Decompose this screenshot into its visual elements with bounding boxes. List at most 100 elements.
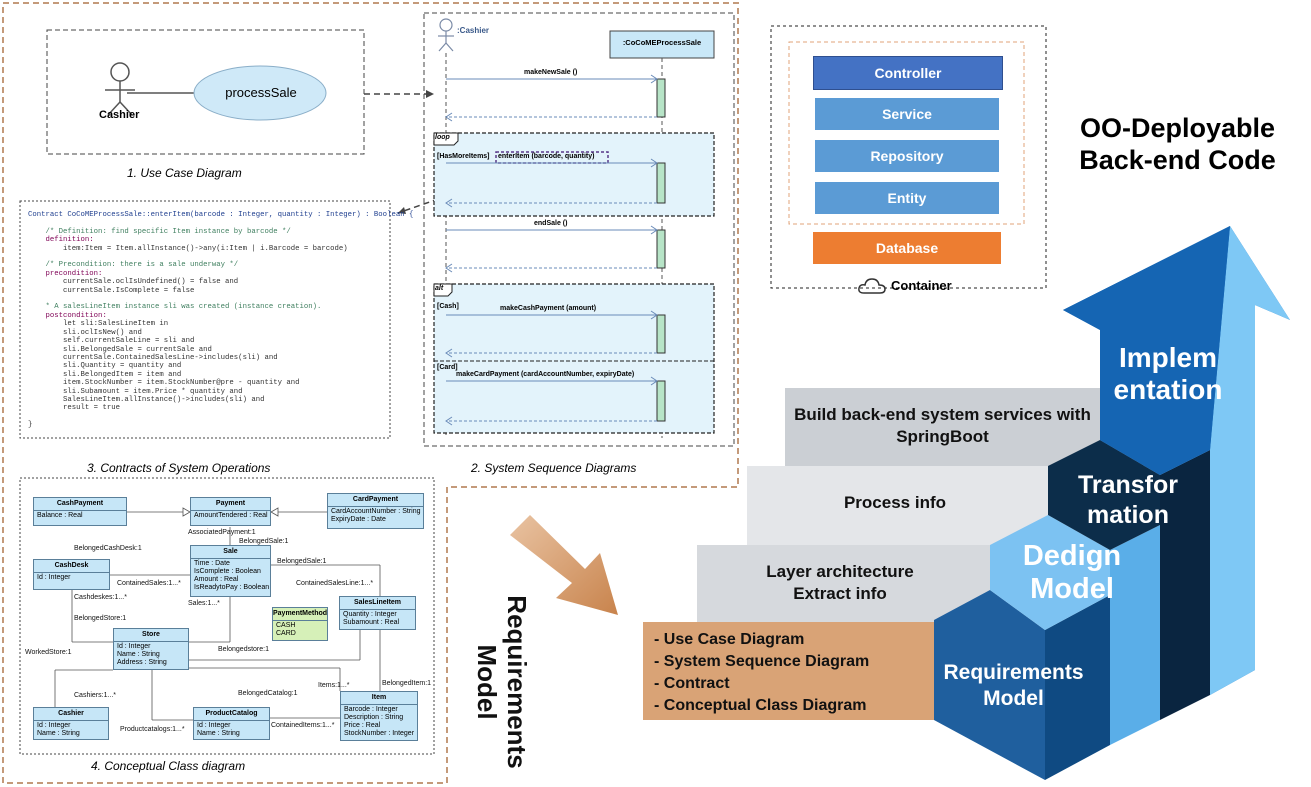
seq-actor-icon	[438, 18, 454, 52]
class-store-attrs: Id : Integer Name : String Address : Str…	[117, 643, 167, 666]
container-label: Container	[891, 278, 952, 293]
class-card-payment: CardPayment CardAccountNumber : String E…	[327, 493, 424, 529]
seq-msg-make-cash-payment: makeCashPayment (amount)	[500, 305, 597, 312]
class-payment-name: Payment	[191, 498, 270, 511]
contract-line: self.currentSaleLine = sli and	[28, 337, 195, 346]
contract-line: /* Precondition: there is a sale underwa…	[28, 261, 239, 270]
contract-line: result = true	[28, 404, 120, 413]
class-store: Store Id : Integer Name : String Address…	[113, 628, 189, 670]
contract-line: sli.BelongedItem = item and	[28, 370, 182, 379]
class-item-attrs: Barcode : Integer Description : String P…	[344, 706, 415, 737]
container-frames	[770, 25, 1047, 289]
class-sale: Sale Time : Date IsComplete : Boolean Am…	[190, 545, 271, 597]
layer-repository: Repository	[815, 140, 999, 172]
assoc-belonged-catalog: BelongedCatalog:1	[238, 690, 298, 697]
class-sales-line-item-attrs: Quantity : Integer Subamount : Real	[343, 611, 400, 626]
requirements-list: - Use Case Diagram - System Sequence Dia…	[654, 629, 869, 717]
contract-line: * A salesLineItem instance sli was creat…	[28, 303, 322, 312]
contract-code: Contract CoCoMEProcessSale::enterItem(ba…	[28, 211, 413, 430]
assoc-belonged-cash-desk: BelongedCashDesk:1	[74, 545, 142, 552]
seq-msg-end-sale: endSale ()	[534, 220, 568, 227]
assoc-contained-sales: ContainedSales:1...*	[117, 580, 181, 587]
stair-design-label: Dedign Model	[1022, 540, 1122, 605]
seq-msg-enter-item: enterItem (barcode, quantity)	[498, 153, 595, 160]
class-cashier-name: Cashier	[34, 708, 108, 721]
class-sale-name: Sale	[191, 546, 270, 559]
class-sales-line-item: SalesLineItem Quantity : Integer Subamou…	[339, 596, 416, 630]
class-cash-payment: CashPayment Balance : Real	[33, 497, 127, 526]
sequence-diagram	[433, 18, 715, 438]
seq-alt-label: alt	[435, 285, 444, 292]
seq-cash-guard: [Cash]	[437, 303, 459, 310]
step-process-info: Process info	[843, 493, 947, 512]
assoc-cashdeskes: Cashdeskes:1...*	[74, 594, 127, 601]
class-cashier: Cashier Id : Integer Name : String	[33, 707, 109, 740]
layer-service: Service	[815, 98, 999, 130]
assoc-sales: Sales:1...*	[188, 600, 220, 607]
use-case-diagram	[105, 62, 327, 121]
seq-actor-label: :Cashier	[457, 26, 490, 35]
assoc-associated-payment: AssociatedPayment:1	[188, 529, 256, 536]
contract-line: definition:	[28, 236, 94, 245]
class-product-catalog-name: ProductCatalog	[194, 708, 269, 721]
contract-line: item.StockNumber = item.StockNumber@pre …	[28, 379, 300, 388]
class-store-name: Store	[114, 629, 188, 642]
assoc-belonged-item: BelongedItem:1	[382, 680, 432, 687]
seq-card-guard: [Card]	[437, 364, 458, 371]
contract-line: sli.oclIsNew() and	[28, 328, 142, 337]
contract-line: sli.Subamount = item.Price * quantity an…	[28, 387, 243, 396]
contract-line: postcondition:	[28, 311, 107, 320]
contract-caption: 3. Contracts of System Operations	[87, 461, 271, 475]
use-case-ellipse-label: processSale	[225, 85, 297, 100]
class-product-catalog: ProductCatalog Id : Integer Name : Strin…	[193, 707, 270, 740]
class-item: Item Barcode : Integer Description : Str…	[340, 691, 418, 741]
assoc-cashiers: Cashiers:1...*	[74, 692, 117, 699]
use-case-actor-label: Cashier	[99, 109, 140, 121]
use-case-caption: 1. Use Case Diagram	[127, 166, 242, 180]
class-card-payment-attrs: CardAccountNumber : String ExpiryDate : …	[331, 508, 421, 523]
class-card-payment-name: CardPayment	[328, 494, 423, 507]
sequence-caption: 2. System Sequence Diagrams	[471, 461, 637, 475]
contract-line: }	[28, 421, 33, 430]
class-payment-method-attrs: CASH CARD	[276, 622, 296, 637]
step-build-services: Build back-end system services with Spri…	[794, 405, 1091, 446]
stair-requirements-label: Requirements Model	[943, 661, 1084, 710]
flow-arrow-icon	[510, 515, 618, 615]
assoc-belonged-sale-2: BelongedSale:1	[277, 558, 327, 565]
layer-database: Database	[813, 232, 1001, 264]
contract-line: /* Definition: find specific Item instan…	[28, 227, 291, 236]
assoc-worked-store: WorkedStore:1	[25, 649, 72, 656]
seq-system-label: :CoCoMEProcessSale	[622, 38, 702, 47]
class-payment: Payment AmountTendered : Real	[190, 497, 271, 526]
contract-line: currentSale.oclIsUndefined() = false and	[28, 278, 239, 287]
class-item-name: Item	[341, 692, 417, 705]
class-payment-attrs: AmountTendered : Real	[194, 512, 268, 519]
contract-line: currentSale.ContainedSalesLine->includes…	[28, 353, 278, 362]
class-payment-method-name: PaymentMethod	[273, 608, 327, 621]
requirements-list-item: - Conceptual Class Diagram	[654, 697, 867, 714]
seq-loop-label: loop	[435, 134, 450, 141]
assoc-items: Items:1...*	[318, 682, 350, 689]
seq-msg-make-card-payment: makeCardPayment (cardAccountNumber, expi…	[456, 371, 635, 378]
layer-entity: Entity	[815, 182, 999, 214]
contract-line: SalesLineItem.allInstance()->includes(sl…	[28, 395, 265, 404]
class-cash-desk: CashDesk Id : Integer	[33, 559, 110, 590]
class-cash-desk-attrs: Id : Integer	[37, 574, 71, 581]
class-sale-attrs: Time : Date IsComplete : Boolean Amount …	[194, 560, 270, 591]
assoc-productcatalogs: Productcatalogs:1...*	[120, 726, 185, 733]
contract-line: Contract CoCoMEProcessSale::enterItem(ba…	[28, 211, 414, 219]
contract-line: sli.Quantity = quantity and	[28, 362, 182, 371]
class-cash-payment-attrs: Balance : Real	[37, 512, 83, 519]
page-title: OO-Deployable Back-end Code	[1079, 113, 1276, 175]
assoc-contained-sales-line: ContainedSalesLine:1...*	[296, 580, 374, 587]
class-sales-line-item-name: SalesLineItem	[340, 597, 415, 610]
contract-line: let sli:SalesLineItem in	[28, 320, 169, 329]
stair-transformation-label: Transfor mation	[1077, 471, 1179, 529]
seq-msg-make-new-sale: makeNewSale ()	[524, 69, 578, 76]
contract-line: item:Item = Item.allInstance()->any(i:It…	[28, 244, 348, 253]
class-payment-method: PaymentMethod CASH CARD	[272, 607, 328, 641]
assoc-contained-items: ContainedItems:1...*	[271, 722, 335, 729]
layer-controller: Controller	[813, 56, 1003, 90]
seq-loop-guard: [HasMoreItems]	[437, 153, 490, 160]
